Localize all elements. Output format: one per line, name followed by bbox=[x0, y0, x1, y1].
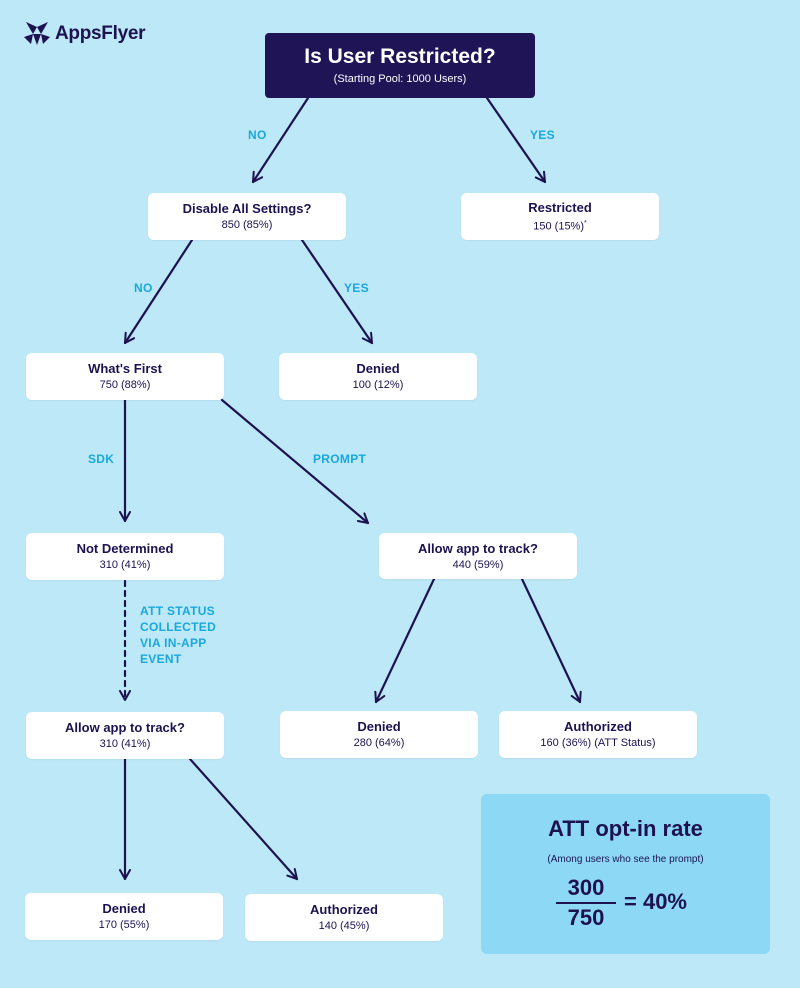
label-att-line-2: COLLECTED bbox=[140, 620, 217, 634]
node-authorized-sdk: Authorized 140 (45%) bbox=[245, 894, 443, 941]
root-subtitle: (Starting Pool: 1000 Users) bbox=[333, 73, 467, 85]
node-allow-app-to-track-prompt: Allow app to track? 440 (59%) bbox=[379, 533, 577, 579]
node-allow-app-to-track-sdk: Allow app to track? 310 (41%) bbox=[26, 712, 224, 759]
label-root-no: NO bbox=[248, 128, 267, 142]
optin-fraction: 300 750 bbox=[556, 876, 616, 930]
node-title: Denied bbox=[356, 361, 400, 376]
node-disable-all-settings: Disable All Settings? 850 (85%) bbox=[148, 193, 346, 240]
optin-subtitle: (Among users who see the prompt) bbox=[547, 854, 704, 865]
appsflyer-logo: AppsFlyer bbox=[22, 18, 146, 50]
node-denied-settings: Denied 100 (12%) bbox=[279, 353, 477, 400]
node-not-determined: Not Determined 310 (41%) bbox=[26, 533, 224, 580]
label-att-line-4: EVENT bbox=[140, 652, 182, 666]
node-authorized-prompt: Authorized 160 (36%) (ATT Status) bbox=[499, 711, 697, 758]
edge-prompt bbox=[220, 398, 370, 525]
node-value: 140 (45%) bbox=[318, 920, 370, 932]
node-value-text: 150 (15%) bbox=[533, 220, 585, 233]
node-value: 850 (85%) bbox=[221, 219, 273, 231]
label-prompt: PROMPT bbox=[313, 452, 367, 466]
label-att-line-3: VIA IN-APP bbox=[140, 636, 207, 650]
node-title: Authorized bbox=[564, 719, 632, 734]
node-title: Not Determined bbox=[76, 541, 174, 556]
node-title: Denied bbox=[102, 901, 146, 916]
fraction-bar bbox=[556, 902, 616, 904]
label-disable-yes: YES bbox=[344, 281, 369, 295]
node-value: 150 (15%)* bbox=[533, 216, 587, 235]
edge-root-no bbox=[251, 96, 310, 184]
node-value: 280 (64%) bbox=[353, 737, 405, 749]
node-value: 440 (59%) bbox=[452, 558, 504, 571]
edge-prompt-denied bbox=[374, 577, 436, 704]
node-title: Allow app to track? bbox=[65, 720, 185, 735]
edge-disable-yes bbox=[300, 238, 374, 345]
label-disable-no: NO bbox=[134, 281, 153, 295]
footnote-marker: * bbox=[584, 219, 587, 227]
label-sdk: SDK bbox=[88, 452, 115, 466]
root-node-is-user-restricted: Is User Restricted? (Starting Pool: 1000… bbox=[265, 33, 535, 98]
fraction-numerator: 300 bbox=[567, 875, 605, 900]
node-title: Allow app to track? bbox=[418, 540, 538, 556]
node-denied-prompt: Denied 280 (64%) bbox=[280, 711, 478, 758]
root-title: Is User Restricted? bbox=[304, 45, 496, 68]
node-title: Restricted bbox=[528, 199, 592, 215]
node-restricted: Restricted 150 (15%)* bbox=[461, 193, 659, 240]
node-title: What's First bbox=[88, 361, 162, 376]
optin-title: ATT opt-in rate bbox=[548, 816, 703, 841]
fraction-denominator: 750 bbox=[567, 905, 605, 930]
label-root-yes: YES bbox=[530, 128, 555, 142]
node-title: Authorized bbox=[310, 902, 378, 917]
node-value: 160 (36%) (ATT Status) bbox=[540, 737, 656, 749]
edge-disable-no bbox=[123, 238, 194, 345]
label-att-line-1: ATT STATUS bbox=[140, 604, 215, 618]
label-att-status-collected: ATT STATUS COLLECTED VIA IN-APP EVENT bbox=[140, 603, 216, 667]
node-value: 100 (12%) bbox=[352, 379, 404, 391]
att-opt-in-rate-callout: ATT opt-in rate (Among users who see the… bbox=[481, 794, 770, 954]
brand-name: AppsFlyer bbox=[55, 23, 146, 44]
node-value: 310 (41%) bbox=[99, 559, 151, 571]
node-denied-sdk: Denied 170 (55%) bbox=[25, 893, 223, 940]
node-title: Disable All Settings? bbox=[182, 201, 312, 216]
node-value: 750 (88%) bbox=[99, 379, 151, 391]
edge-prompt-authorized bbox=[520, 577, 582, 704]
optin-result: = 40% bbox=[624, 889, 687, 914]
node-title: Denied bbox=[357, 719, 401, 734]
node-value: 170 (55%) bbox=[98, 919, 150, 931]
node-whats-first: What's First 750 (88%) bbox=[26, 353, 224, 400]
appsflyer-logo-icon bbox=[24, 22, 50, 45]
node-value: 310 (41%) bbox=[99, 738, 151, 750]
edge-root-yes bbox=[485, 96, 547, 184]
edge-sdk-authorized bbox=[188, 757, 299, 881]
